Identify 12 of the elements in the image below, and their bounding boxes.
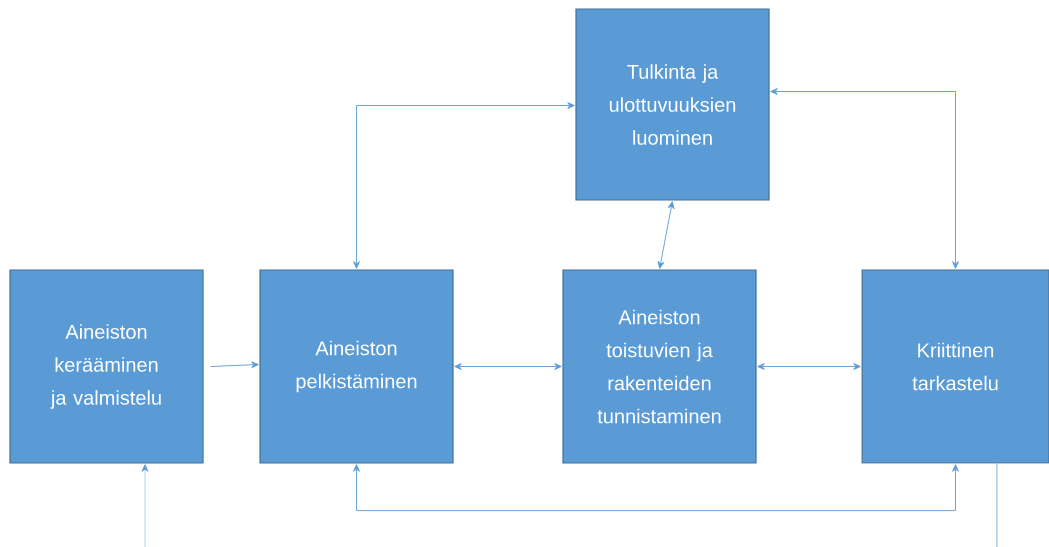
arrow [757,363,861,370]
arrow [770,88,959,269]
process-box: Aineiston pelkistäminen [259,269,454,464]
arrow [353,102,575,269]
arrow [210,361,259,369]
process-box: Aineiston kerääminen ja valmistelu [9,269,204,464]
arrow [454,363,562,370]
arrow [353,464,959,512]
process-box: Kriittinen tarkastelu [861,269,1049,464]
process-box: Aineiston toistuvien ja rakenteiden tunnistaminen [562,269,757,464]
process-box: Tulkinta ja ulottuvuuksien luominen [575,8,770,201]
arrow [657,201,675,269]
